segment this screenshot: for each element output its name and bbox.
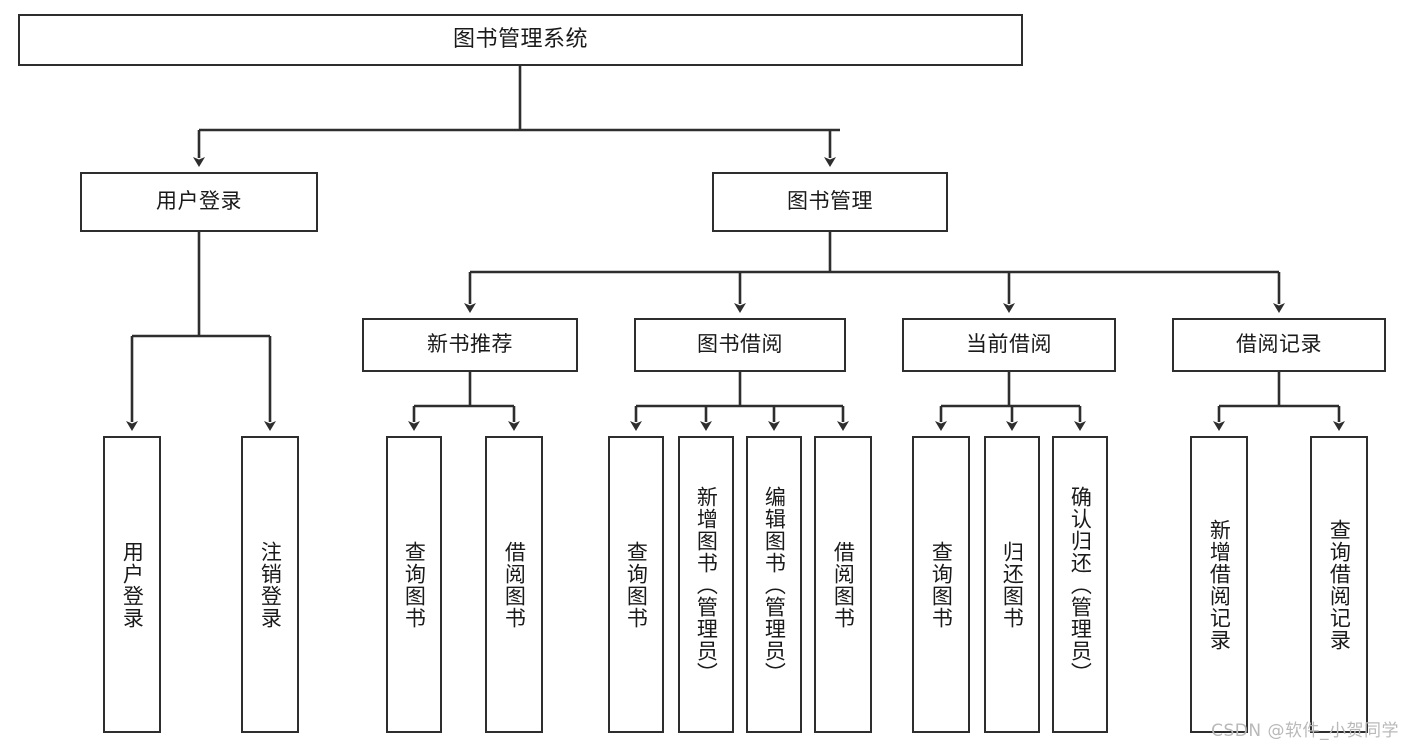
node-new-book-recommend-label: 新书推荐 — [427, 332, 513, 357]
node-book-management[interactable]: 图书管理 — [712, 172, 948, 232]
node-borrow-record[interactable]: 借阅记录 — [1172, 318, 1386, 372]
node-user-login-label: 用户登录 — [156, 189, 242, 214]
leaf-logout-label: 注销登录 — [258, 540, 283, 629]
node-new-book-recommend[interactable]: 新书推荐 — [362, 318, 578, 372]
leaf-return-book-label: 归还图书 — [1000, 540, 1025, 629]
node-current-borrow-label: 当前借阅 — [966, 332, 1052, 357]
leaf-query-book-recommend-label: 查询图书 — [402, 540, 427, 629]
leaf-confirm-return-admin-label: 确认归还（管理员） — [1068, 485, 1093, 684]
leaf-add-borrow-record-label: 新增借阅记录 — [1207, 518, 1232, 651]
leaf-query-book-borrow-label: 查询图书 — [624, 540, 649, 629]
node-book-borrow[interactable]: 图书借阅 — [634, 318, 846, 372]
node-root-label: 图书管理系统 — [452, 26, 588, 52]
leaf-borrow-book[interactable]: 借阅图书 — [814, 436, 872, 733]
leaf-query-book-recommend[interactable]: 查询图书 — [386, 436, 442, 733]
leaf-add-borrow-record[interactable]: 新增借阅记录 — [1190, 436, 1248, 733]
node-book-borrow-label: 图书借阅 — [697, 332, 783, 357]
leaf-query-borrow-record-label: 查询借阅记录 — [1327, 518, 1352, 651]
node-root[interactable]: 图书管理系统 — [18, 14, 1023, 66]
leaf-confirm-return-admin[interactable]: 确认归还（管理员） — [1052, 436, 1108, 733]
leaf-borrow-book-recommend[interactable]: 借阅图书 — [485, 436, 543, 733]
leaf-user-login[interactable]: 用户登录 — [103, 436, 161, 733]
watermark: CSDN @软件_小贺同学 — [1211, 721, 1399, 741]
leaf-logout[interactable]: 注销登录 — [241, 436, 299, 733]
leaf-edit-book-admin[interactable]: 编辑图书（管理员） — [746, 436, 802, 733]
leaf-query-borrow-record[interactable]: 查询借阅记录 — [1310, 436, 1368, 733]
leaf-edit-book-admin-label: 编辑图书（管理员） — [762, 485, 787, 684]
leaf-add-book-admin[interactable]: 新增图书（管理员） — [678, 436, 734, 733]
node-borrow-record-label: 借阅记录 — [1236, 332, 1322, 357]
node-book-management-label: 图书管理 — [787, 189, 873, 214]
node-current-borrow[interactable]: 当前借阅 — [902, 318, 1116, 372]
leaf-user-login-label: 用户登录 — [120, 540, 145, 629]
leaf-borrow-book-recommend-label: 借阅图书 — [502, 540, 527, 629]
leaf-query-book-borrow[interactable]: 查询图书 — [608, 436, 664, 733]
node-user-login[interactable]: 用户登录 — [80, 172, 318, 232]
leaf-query-book-current[interactable]: 查询图书 — [912, 436, 970, 733]
leaf-borrow-book-label: 借阅图书 — [831, 540, 856, 629]
leaf-return-book[interactable]: 归还图书 — [984, 436, 1040, 733]
leaf-query-book-current-label: 查询图书 — [929, 540, 954, 629]
leaf-add-book-admin-label: 新增图书（管理员） — [694, 485, 719, 684]
